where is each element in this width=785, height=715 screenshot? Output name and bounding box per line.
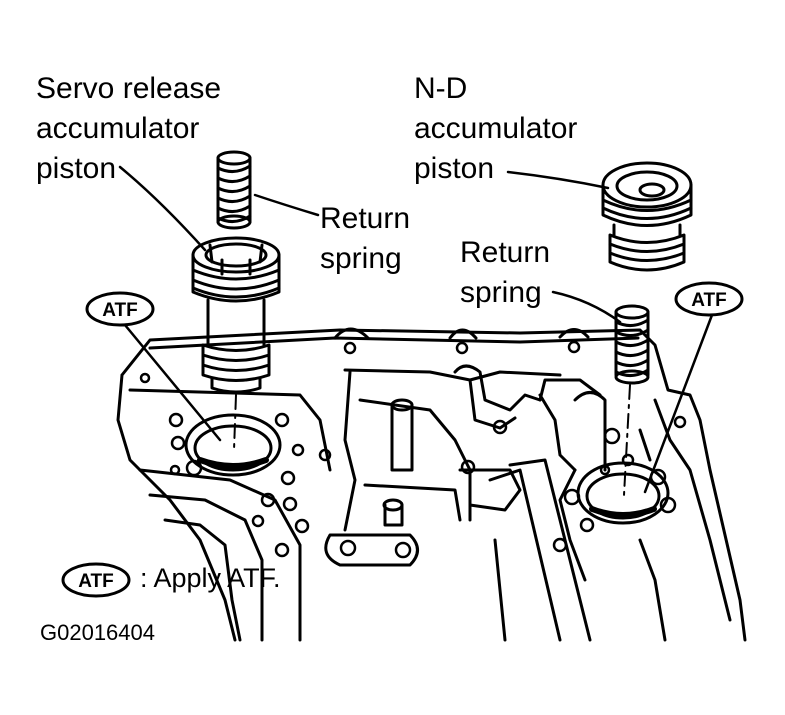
nd-return-spring [614,304,650,385]
label-nd-line2: accumulator [414,112,578,145]
atf-badge-legend [61,562,131,598]
port-holes [139,340,687,559]
atf-badge-left-text: ATF [102,300,138,321]
servo-release-piston [191,236,281,394]
atf-badge-right-text: ATF [691,290,727,311]
label-servo-release-line3: piston [36,152,117,185]
label-servo-release-line1: Servo release [36,72,222,105]
label-nd-line3: piston [414,152,495,185]
valve-body [116,327,747,642]
label-return-spring-left-line2: spring [320,242,402,275]
label-return-spring-right-line2: spring [460,276,542,309]
label-return-spring-left-line1: Return [320,202,411,235]
nd-bore [576,461,670,525]
atf-badge-right [674,281,744,317]
label-nd-line1: N-D [414,72,468,105]
servo-bore [184,413,282,477]
label-servo-release-line2: accumulator [36,112,200,145]
atf-badge-left [85,291,155,327]
leader-lines [118,165,714,494]
legend-text: : Apply ATF. [140,563,281,593]
atf-badge-legend-text: ATF [78,571,114,592]
servo-return-spring [216,150,252,230]
nd-piston [601,161,693,272]
label-return-spring-right-line1: Return [460,236,551,269]
figure-code: G02016404 [40,620,155,645]
center-lines [233,384,631,496]
